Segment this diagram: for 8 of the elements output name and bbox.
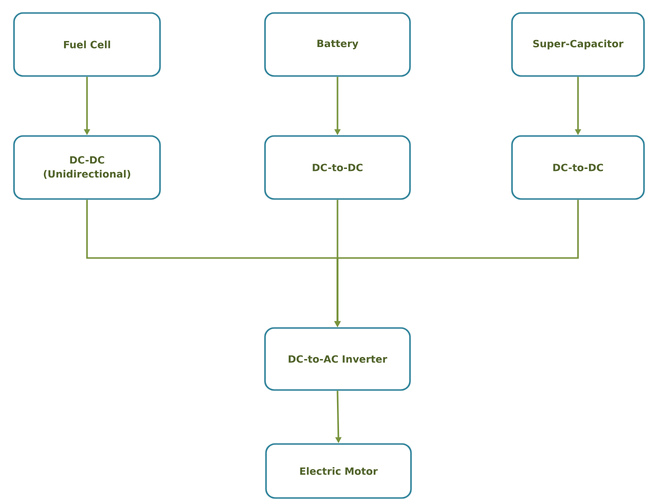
process-box: DC-to-AC Inverter xyxy=(264,327,411,391)
process-box: DC-DC (Unidirectional) xyxy=(13,135,161,200)
process-box: Battery xyxy=(264,12,411,77)
process-box: DC-to-DC xyxy=(264,135,411,200)
process-box: DC-to-DC xyxy=(511,135,645,200)
process-box: Electric Motor xyxy=(265,443,412,499)
process-box: Super-Capacitor xyxy=(511,12,645,77)
process-box: Fuel Cell xyxy=(13,12,161,77)
